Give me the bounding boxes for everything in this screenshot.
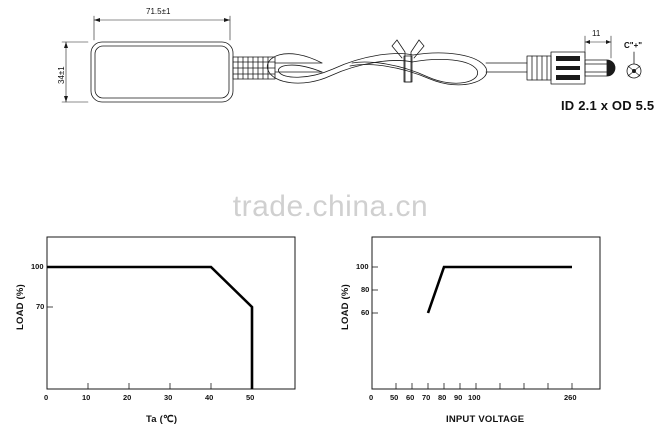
- y-tick-label-left-1: 70: [36, 302, 45, 311]
- x-tick-label-left-2: 20: [123, 393, 132, 402]
- x-tick-label-left-0: 0: [44, 393, 49, 402]
- x-tick-label-right-4: 80: [438, 393, 447, 402]
- plot-frame-left: [46, 236, 296, 390]
- y-tick-label-right-2: 60: [361, 308, 370, 317]
- x-axis-title-left: Ta (℃): [146, 414, 178, 425]
- strain-relief: [232, 56, 276, 80]
- x-ticks-right: [371, 383, 573, 389]
- x-tick-label-left-5: 50: [246, 393, 255, 402]
- dimension-label-plug-length: 11: [592, 29, 601, 38]
- coiled-cable: [266, 52, 528, 86]
- dimension-plug-length: [584, 35, 612, 59]
- x-tick-label-left-1: 10: [82, 393, 91, 402]
- polarity-label: C"+": [624, 41, 643, 50]
- x-axis-title-right: INPUT VOLTAGE: [446, 414, 525, 425]
- x-tick-label-right-3: 70: [422, 393, 431, 402]
- y-ticks-right: [372, 266, 378, 314]
- x-tick-label-left-4: 40: [205, 393, 214, 402]
- y-tick-label-right-1: 80: [361, 285, 370, 294]
- dimension-body-width: [93, 15, 231, 41]
- dc-barrel-plug: [550, 51, 616, 85]
- x-tick-label-right-6: 100: [468, 393, 481, 402]
- cable-tie: [391, 39, 425, 83]
- dimension-label-body-width: 71.5±1: [146, 7, 171, 16]
- plot-frame-right: [371, 236, 601, 390]
- y-tick-label-left-0: 100: [31, 262, 44, 271]
- derating-curve-left: [47, 265, 254, 389]
- drawing-svg: [61, 15, 642, 103]
- x-tick-label-left-3: 30: [164, 393, 173, 402]
- x-tick-label-right-5: 90: [454, 393, 463, 402]
- x-tick-label-right-1: 50: [390, 393, 399, 402]
- y-tick-label-right-0: 100: [356, 262, 369, 271]
- x-tick-label-right-2: 60: [406, 393, 415, 402]
- x-tick-label-right-7: 260: [564, 393, 577, 402]
- derating-curve-right: [426, 265, 572, 314]
- dimension-body-height: [61, 41, 89, 103]
- x-tick-label-right-0: 0: [369, 393, 374, 402]
- polarity-symbol-icon: [626, 51, 642, 79]
- y-axis-title-right: LOAD (%): [340, 284, 351, 330]
- dc-plug-strain-relief: [526, 55, 552, 81]
- connector-spec-label: ID 2.1 x OD 5.5: [561, 98, 655, 113]
